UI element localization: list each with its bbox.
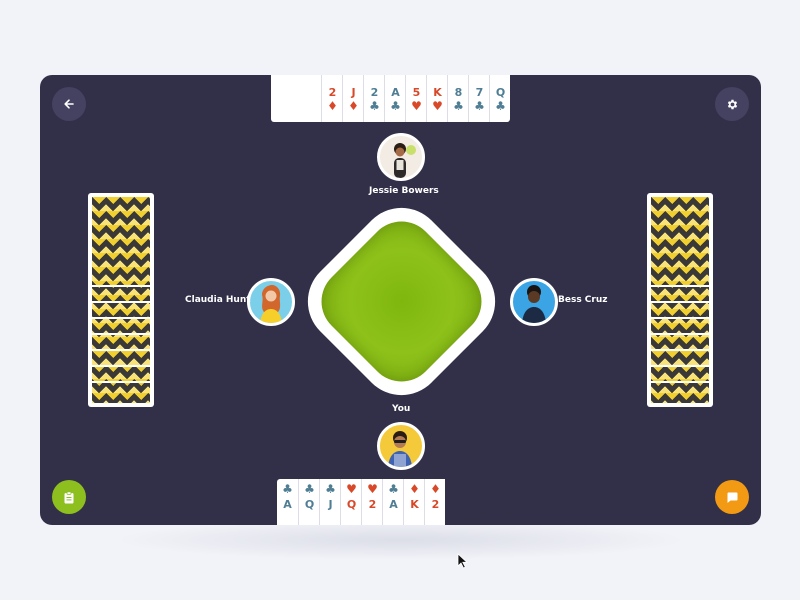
opponent-top-hand: 2♦J♦2♣A♣5♥K♥8♣7♣Q♣ <box>271 75 510 122</box>
avatar-right-player[interactable] <box>510 278 558 326</box>
card-back-pattern <box>651 197 709 403</box>
left-player-name: Claudia Hunt <box>185 295 251 305</box>
person-icon <box>260 285 282 323</box>
card-rank: 5 <box>412 86 421 99</box>
bottom-card[interactable]: ♦2 <box>424 479 445 525</box>
card-suit-icon: ♣ <box>282 482 293 496</box>
card-rank: A <box>391 86 400 99</box>
card-rank: 2 <box>328 86 337 99</box>
stack-divider <box>92 365 150 367</box>
top-card[interactable]: A♣ <box>384 75 405 122</box>
stack-divider <box>92 285 150 287</box>
card-rank: 7 <box>475 86 484 99</box>
self-player-name: You <box>392 404 411 414</box>
person-icon <box>522 285 546 323</box>
card-suit-icon: ♦ <box>409 482 420 496</box>
bottom-card[interactable]: ♥2 <box>361 479 382 525</box>
bottom-card[interactable]: ♥Q <box>340 479 361 525</box>
top-card[interactable]: 8♣ <box>447 75 468 122</box>
notes-button[interactable] <box>52 480 86 514</box>
stack-divider <box>651 317 709 319</box>
right-player-name: Bess Cruz <box>558 295 608 305</box>
card-suit-icon: ♦ <box>430 482 441 496</box>
card-suit-icon: ♥ <box>367 482 378 496</box>
person-icon <box>394 143 416 178</box>
chat-button[interactable] <box>715 480 749 514</box>
top-card[interactable]: Q♣ <box>489 75 510 122</box>
top-card[interactable]: 7♣ <box>468 75 489 122</box>
card-suit-icon: ♦ <box>348 99 359 113</box>
card-rank: A <box>283 498 292 511</box>
stack-divider <box>92 381 150 383</box>
card-rank: K <box>433 86 442 99</box>
stack-divider <box>651 285 709 287</box>
hand-padding <box>271 75 321 122</box>
card-suit-icon: ♣ <box>453 99 464 113</box>
clipboard-icon <box>64 490 74 503</box>
top-card[interactable]: K♥ <box>426 75 447 122</box>
card-suit-icon: ♣ <box>369 99 380 113</box>
card-suit-icon: ♣ <box>304 482 315 496</box>
top-card[interactable]: 2♦ <box>321 75 342 122</box>
bottom-card[interactable]: ♣Q <box>298 479 319 525</box>
card-suit-icon: ♣ <box>325 482 336 496</box>
stack-divider <box>651 365 709 367</box>
settings-button[interactable] <box>715 87 749 121</box>
gear-icon <box>727 99 737 109</box>
card-suit-icon: ♦ <box>327 99 338 113</box>
card-rank: Q <box>346 498 357 511</box>
right-player-card-stack <box>647 193 713 407</box>
stack-divider <box>92 301 150 303</box>
avatar-top-player[interactable] <box>377 133 425 181</box>
back-button[interactable] <box>52 87 86 121</box>
top-card[interactable]: J♦ <box>342 75 363 122</box>
card-rank: J <box>328 498 333 511</box>
stack-divider <box>92 349 150 351</box>
stack-divider <box>651 333 709 335</box>
card-rank: 8 <box>454 86 463 99</box>
card-rank: 2 <box>368 498 377 511</box>
card-rank: A <box>389 498 398 511</box>
top-player-name: Jessie Bowers <box>369 186 439 196</box>
bottom-card[interactable]: ♣A <box>277 479 298 525</box>
card-suit-icon: ♥ <box>346 482 357 496</box>
stack-divider <box>651 349 709 351</box>
stack-divider <box>651 301 709 303</box>
bottom-card[interactable]: ♦K <box>403 479 424 525</box>
card-suit-icon: ♣ <box>474 99 485 113</box>
stack-divider <box>92 333 150 335</box>
mouse-cursor-icon <box>457 553 469 569</box>
card-rank: Q <box>495 86 506 99</box>
card-rank: 2 <box>370 86 379 99</box>
card-suit-icon: ♣ <box>390 99 401 113</box>
top-card[interactable]: 2♣ <box>363 75 384 122</box>
left-player-card-stack <box>88 193 154 407</box>
card-rank: J <box>351 86 356 99</box>
card-rank: 2 <box>431 498 440 511</box>
bottom-card[interactable]: ♣A <box>382 479 403 525</box>
player-hand: ♣A♣Q♣J♥Q♥2♣A♦K♦2 <box>277 479 445 525</box>
card-suit-icon: ♥ <box>411 99 422 113</box>
stack-divider <box>92 317 150 319</box>
chat-bubble-icon <box>727 492 737 503</box>
card-suit-icon: ♣ <box>495 99 506 113</box>
table-shadow <box>110 520 690 560</box>
arrow-left-icon <box>64 99 74 109</box>
card-rank: Q <box>304 498 315 511</box>
card-rank: K <box>410 498 419 511</box>
card-back-pattern <box>92 197 150 403</box>
top-card[interactable]: 5♥ <box>405 75 426 122</box>
avatar-left-player[interactable] <box>247 278 295 326</box>
avatar-self[interactable] <box>377 422 425 470</box>
person-icon <box>388 431 412 467</box>
stack-divider <box>651 381 709 383</box>
play-area[interactable] <box>307 207 496 396</box>
bottom-card[interactable]: ♣J <box>319 479 340 525</box>
game-table: 2♦J♦2♣A♣5♥K♥8♣7♣Q♣ ♣A♣Q♣J♥Q♥2♣A♦K♦2 <box>40 75 761 525</box>
card-suit-icon: ♥ <box>432 99 443 113</box>
card-suit-icon: ♣ <box>388 482 399 496</box>
